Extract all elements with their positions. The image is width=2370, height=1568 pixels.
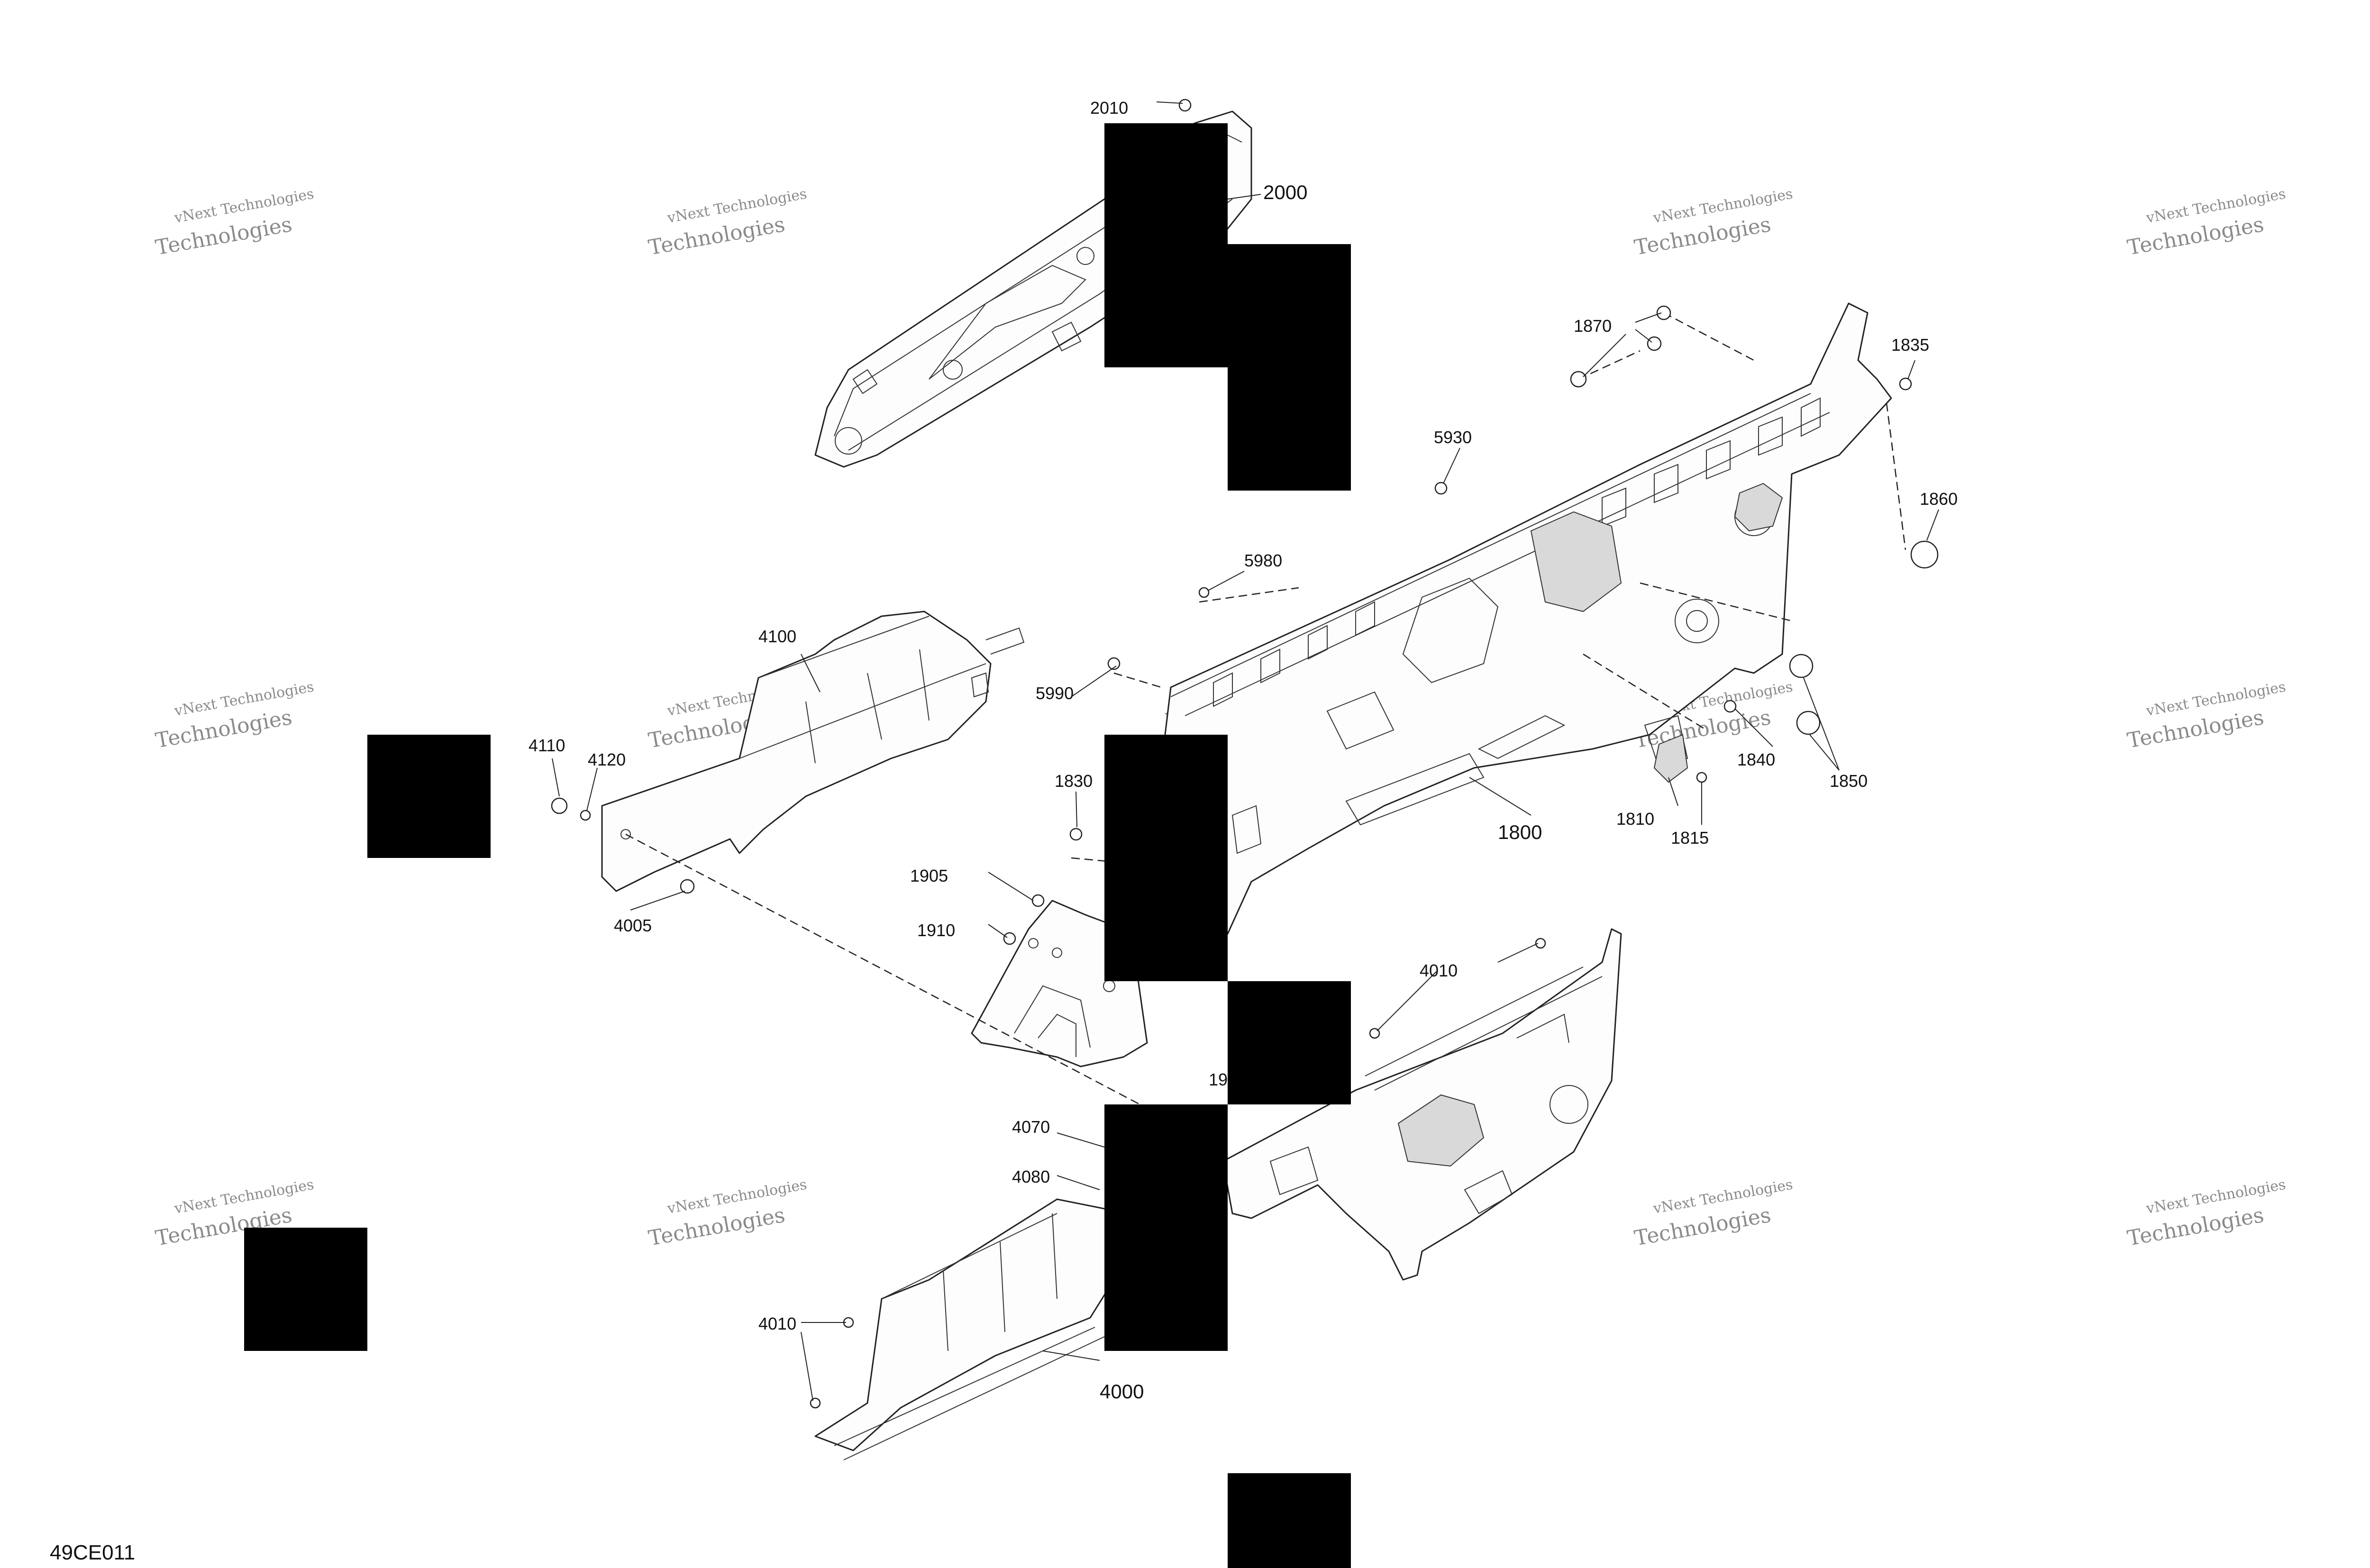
fastener-1850-b	[1796, 711, 1821, 735]
callout-5980: 5980	[1244, 551, 1282, 570]
callout-4005: 4005	[614, 916, 652, 935]
redaction-block	[367, 735, 491, 858]
fastener-5930	[1434, 482, 1448, 495]
redaction-block	[1104, 123, 1228, 367]
bracket-1810	[1653, 734, 1688, 783]
fasteners	[551, 99, 1939, 1409]
part-4010-console	[1222, 928, 1622, 1281]
fastener-4005	[680, 879, 695, 894]
callout-1815: 1815	[1671, 828, 1709, 848]
fastener-1860	[1910, 540, 1939, 569]
fastener-1910	[1003, 932, 1016, 945]
callout-4010-lower: 4010	[758, 1314, 796, 1333]
callout-2010: 2010	[1090, 98, 1128, 118]
callout-5930: 5930	[1434, 428, 1472, 447]
fastener-1905	[1031, 894, 1045, 907]
callout-labels: 2010 2000 1870 1835 5930 1860 5980 4100 …	[529, 98, 1958, 1403]
callout-1800: 1800	[1498, 821, 1542, 843]
redaction-block	[244, 1228, 367, 1351]
fastener-1870-b	[1647, 336, 1662, 351]
fastener-4120	[580, 810, 591, 821]
fastener-4110	[551, 797, 568, 814]
redaction-masks	[244, 123, 1351, 1568]
callout-1830: 1830	[1055, 771, 1093, 791]
redaction-block	[1104, 735, 1228, 981]
redaction-block	[1104, 1104, 1228, 1351]
callout-1835: 1835	[1891, 335, 1929, 355]
part-4000-tray	[814, 1198, 1139, 1460]
callout-4120: 4120	[588, 750, 626, 769]
leader-lines	[552, 101, 1939, 1401]
fastener-1840	[1723, 700, 1737, 713]
callout-4080: 4080	[1012, 1167, 1050, 1186]
callout-4110: 4110	[529, 736, 565, 755]
watermark: vNext Technologies Technologies	[154, 679, 315, 753]
fastener-1850-a	[1789, 654, 1814, 678]
fastener-2010	[1178, 99, 1192, 112]
watermark: vNext Technologies Technologies	[2125, 1176, 2287, 1251]
fastener-5990	[1107, 657, 1121, 670]
fastener-1870-a	[1656, 305, 1671, 320]
fastener-5980	[1198, 587, 1210, 598]
watermark: vNext Technologies Technologies	[1632, 186, 1794, 260]
part-1900-bracket	[971, 900, 1148, 1067]
callout-4010-upper: 4010	[1420, 961, 1458, 980]
fastener-1815	[1696, 772, 1707, 783]
fastener-4010-a	[1535, 938, 1546, 949]
diagram-code: 49CE011	[50, 1541, 135, 1564]
callout-1840: 1840	[1737, 750, 1775, 769]
callout-4070: 4070	[1012, 1117, 1050, 1137]
callout-2000: 2000	[1263, 181, 1307, 203]
callout-4100: 4100	[758, 627, 796, 646]
callout-1870: 1870	[1574, 316, 1612, 336]
callout-1910: 1910	[917, 921, 955, 940]
callout-19: 19	[1209, 1070, 1228, 1089]
redaction-block	[1228, 981, 1351, 1104]
fastener-1830	[1069, 828, 1083, 841]
callout-1905: 1905	[910, 866, 948, 885]
watermark: vNext Technologies Technologies	[647, 186, 808, 260]
watermark: vNext Technologies Technologies	[2125, 679, 2287, 753]
callout-4000: 4000	[1100, 1380, 1144, 1403]
fastener-1870-c	[1570, 371, 1587, 388]
redaction-block	[1228, 244, 1351, 491]
watermark: vNext Technologies Technologies	[1632, 1176, 1794, 1251]
watermark: vNext Technologies Technologies	[154, 186, 315, 260]
callout-1850: 1850	[1830, 771, 1868, 791]
watermark: vNext Technologies Technologies	[2125, 186, 2287, 260]
callout-1810: 1810	[1616, 809, 1654, 829]
fastener-1835	[1899, 377, 1912, 391]
part-4100-tray	[601, 611, 1025, 892]
redaction-block	[1228, 1473, 1351, 1568]
watermark: vNext Technologies Technologies	[647, 1176, 808, 1251]
callout-1860: 1860	[1920, 489, 1958, 509]
callout-5990: 5990	[1036, 684, 1074, 703]
fastener-4010-d	[810, 1397, 821, 1409]
